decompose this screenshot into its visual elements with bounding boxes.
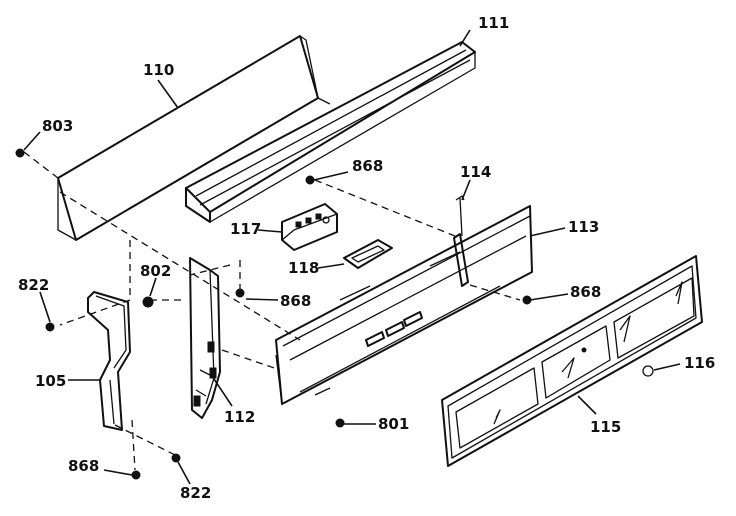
callout-803: 803	[42, 117, 73, 135]
screw-868-mid	[235, 288, 245, 298]
callouts: 110 111 803 868 114 113 117 118 822 802 …	[18, 14, 715, 502]
part-118-bezel	[343, 239, 393, 269]
callout-868-top: 868	[352, 157, 383, 175]
callout-801: 801	[378, 415, 409, 433]
part-112-side-bracket	[189, 257, 221, 419]
callout-112: 112	[224, 408, 255, 426]
screw-868-bottom	[131, 470, 141, 480]
callout-868-right: 868	[570, 283, 601, 301]
callout-115: 115	[590, 418, 621, 436]
callout-114: 114	[460, 163, 491, 181]
screw-868-right	[522, 295, 532, 305]
callout-822-bottom: 822	[180, 484, 211, 502]
callout-105: 105	[35, 372, 66, 390]
part-113-panel-backing	[275, 205, 533, 405]
callout-802: 802	[140, 262, 171, 280]
assembly-lines	[23, 151, 521, 471]
callout-116: 116	[684, 354, 715, 372]
part-105-end-cap	[87, 291, 131, 431]
callout-111: 111	[478, 14, 509, 32]
callout-822-left: 822	[18, 276, 49, 294]
part-110-trim-panel	[57, 35, 331, 241]
leader-lines	[23, 29, 681, 485]
callout-118: 118	[288, 259, 319, 277]
part-115-glass-panel	[441, 255, 703, 467]
fasteners	[15, 148, 654, 480]
screw-868-top	[305, 175, 315, 185]
callout-117: 117	[230, 220, 261, 238]
callout-868-bottom: 868	[68, 457, 99, 475]
screw-822-left	[45, 322, 55, 332]
screw-801	[335, 418, 345, 428]
screw-822-bottom	[171, 453, 181, 463]
screw-802	[142, 296, 154, 308]
part-117-timer-module	[281, 203, 338, 251]
screw-803	[15, 148, 25, 158]
callout-113: 113	[568, 218, 599, 236]
knob-116	[642, 365, 654, 377]
callout-110: 110	[143, 61, 174, 79]
part-111-channel	[185, 41, 476, 223]
callout-868-mid: 868	[280, 292, 311, 310]
